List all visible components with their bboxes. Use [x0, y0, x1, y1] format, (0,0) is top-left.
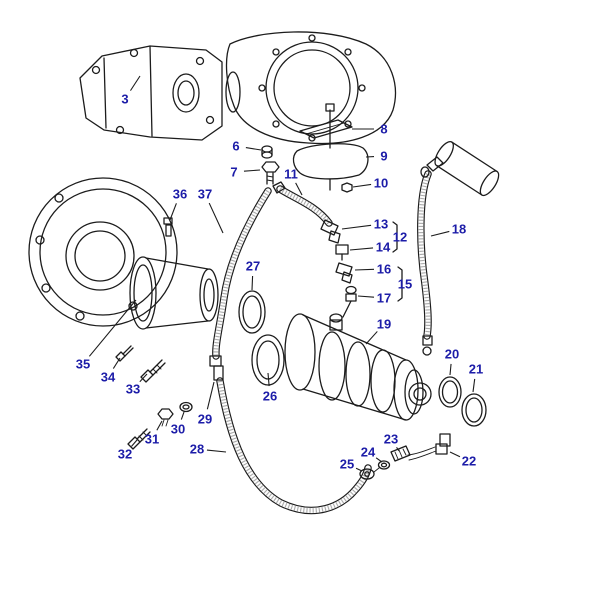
part-callout-31: 31: [144, 431, 160, 447]
part-callout-22: 22: [461, 453, 477, 469]
hose-28: [220, 381, 368, 510]
seal-ring-20: [438, 376, 462, 408]
hose-11: [280, 189, 329, 223]
o-ring-27: [238, 290, 266, 334]
part-callout-20: 20: [444, 346, 460, 362]
part-callout-12: 12: [392, 229, 408, 245]
part-callout-25: 25: [339, 456, 355, 472]
part-callout-37: 37: [197, 186, 213, 202]
part-callout-3: 3: [121, 91, 129, 107]
hose-18: [421, 174, 428, 336]
part-callout-11: 11: [284, 166, 298, 182]
part-callout-16: 16: [376, 261, 392, 277]
o-ring-26: [251, 334, 285, 386]
part-callout-35: 35: [75, 356, 91, 372]
bottom-right-fittings: [359, 433, 451, 480]
pump-body: [284, 313, 432, 421]
left-small-parts: [115, 217, 224, 450]
part-callout-21: 21: [468, 361, 484, 377]
group-bracket-12-15: [392, 221, 403, 302]
part-callout-27: 27: [245, 258, 261, 274]
hose-18-end-fittings: [420, 156, 444, 356]
part-callout-8: 8: [380, 121, 388, 137]
part-callout-17: 17: [376, 290, 392, 306]
part-callout-28: 28: [189, 441, 205, 457]
seal-ring-21: [461, 393, 487, 427]
center-fittings: [272, 181, 357, 318]
bracket-and-cover-plate: [261, 103, 369, 193]
part-callout-14: 14: [375, 239, 391, 255]
part-callout-32: 32: [117, 446, 133, 462]
part-callout-13: 13: [373, 216, 389, 232]
bell-housing-outline: [225, 31, 397, 145]
part-callout-9: 9: [380, 148, 388, 164]
adapter-sleeve: [129, 256, 219, 330]
part-callout-23: 23: [383, 431, 399, 447]
part-callout-18: 18: [451, 221, 467, 237]
hose-37: [216, 191, 268, 356]
part-callout-30: 30: [170, 421, 186, 437]
part-callout-36: 36: [172, 186, 188, 202]
part-callout-19: 19: [376, 316, 392, 332]
part-callout-24: 24: [360, 444, 376, 460]
part-callout-26: 26: [262, 388, 278, 404]
steering-cylinder: [434, 141, 500, 197]
part-callout-33: 33: [125, 381, 141, 397]
part-callout-6: 6: [232, 138, 240, 154]
part-callout-34: 34: [100, 369, 116, 385]
part-callout-10: 10: [373, 175, 389, 191]
part-callout-7: 7: [230, 164, 238, 180]
part-callout-15: 15: [397, 276, 413, 292]
part-callout-29: 29: [197, 411, 213, 427]
engine-block-outline: [79, 45, 223, 141]
